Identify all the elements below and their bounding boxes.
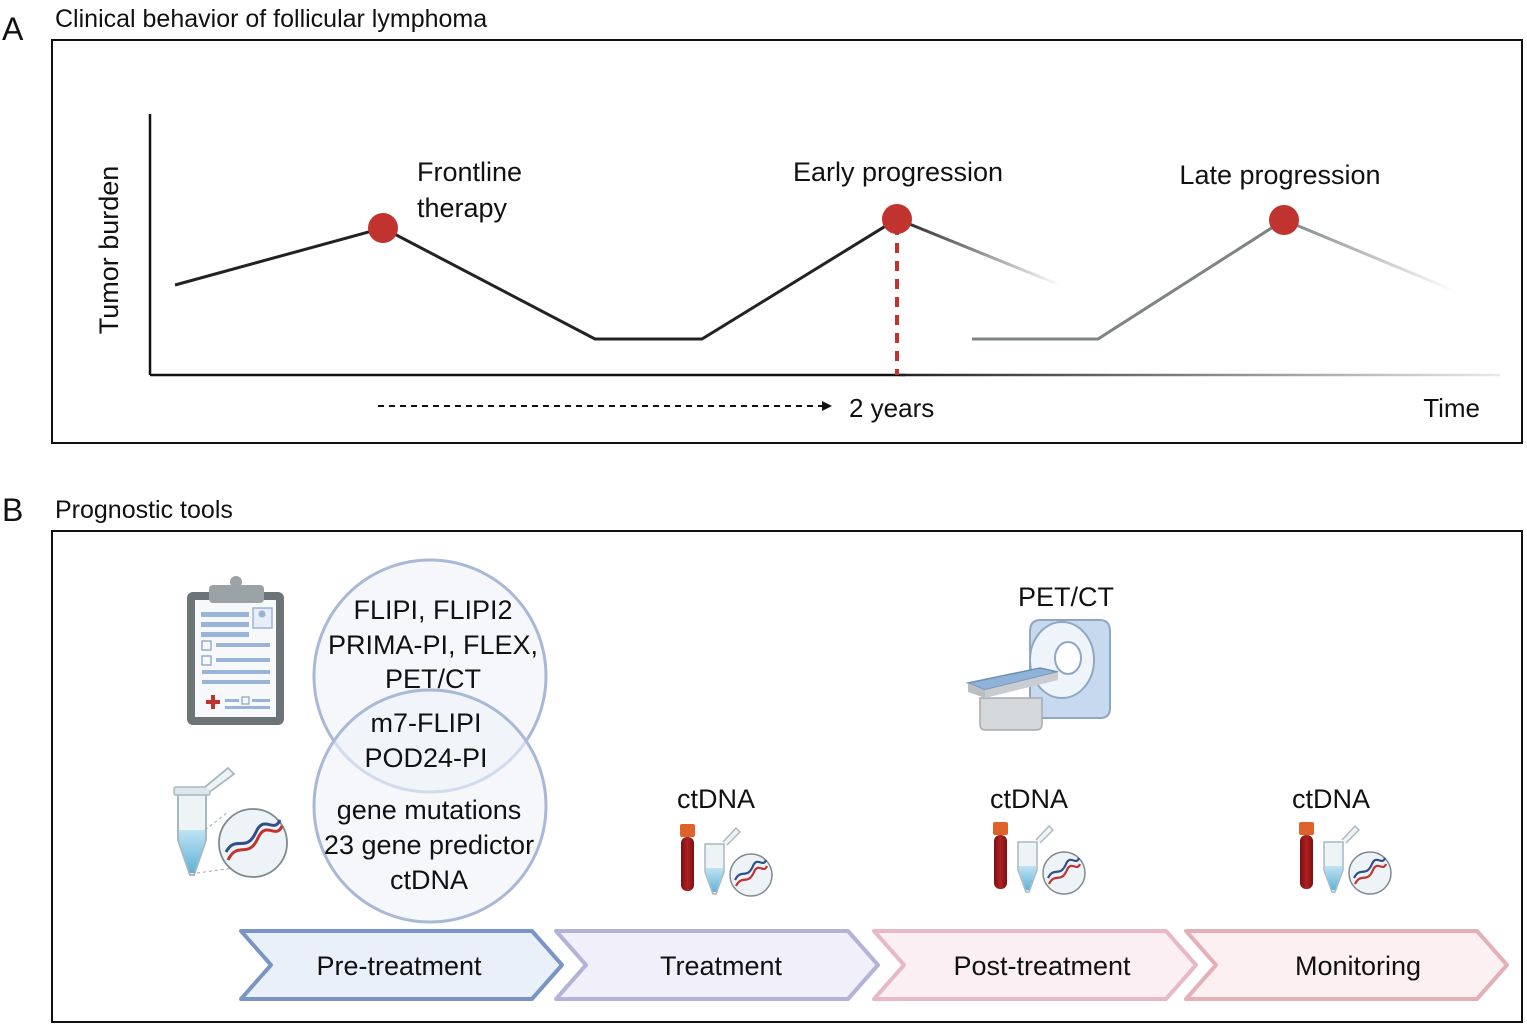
phase-label-post-treatment: Post-treatment: [953, 951, 1131, 981]
phase-chevron-post-treatment: [872, 929, 1198, 1001]
venn-bottom-line1: gene mutations: [337, 795, 522, 825]
panel-a-frame: [51, 39, 1523, 444]
tumor-burden-curve-fade: [896, 217, 1061, 287]
tumor-burden-curve: [174, 217, 898, 341]
venn-top-line3: PET/CT: [385, 664, 481, 694]
phase-label-monitoring: Monitoring: [1295, 951, 1421, 981]
late-progression-curve-fade: [1283, 218, 1456, 293]
x-axis-label: Time: [1423, 393, 1480, 423]
panel-b-frame: [51, 530, 1523, 1023]
phase-label-pre-treatment: Pre-treatment: [316, 951, 482, 981]
frontline-label-line2: therapy: [417, 193, 508, 223]
venn-overlap-line1: m7-FLIPI: [370, 708, 481, 738]
late-progression-curve: [972, 218, 1285, 341]
phase-chevron-treatment: [554, 929, 880, 1001]
ctdna-label-treatment: ctDNA: [677, 784, 755, 814]
venn-overlap-line2: POD24-PI: [364, 743, 487, 773]
early-progression-label: Early progression: [793, 157, 1003, 187]
blood-tube-icon: [993, 822, 1086, 895]
phase-chevron-monitoring: [1184, 929, 1509, 1001]
panel-a-letter: A: [2, 11, 24, 47]
venn-top-line1: FLIPI, FLIPI2: [353, 595, 512, 625]
venn-diagram: FLIPI, FLIPI2 PRIMA-PI, FLEX, PET/CT m7-…: [312, 558, 548, 924]
pet-ct-label: PET/CT: [1018, 582, 1114, 612]
late-progression-label: Late progression: [1179, 160, 1380, 190]
ctdna-label-post-treatment: ctDNA: [990, 784, 1068, 814]
panel-b-title: Prognostic tools: [55, 496, 233, 524]
blood-tube-icon: [680, 824, 773, 897]
venn-bottom-line3: ctDNA: [390, 865, 468, 895]
phase-label-treatment: Treatment: [660, 951, 783, 981]
clipboard-icon: [187, 576, 284, 725]
blood-tube-icon: [1299, 822, 1392, 895]
dna-sample-tube-icon: [173, 766, 288, 878]
early-progression-marker: [882, 204, 912, 234]
panel-b-letter: B: [2, 492, 23, 528]
venn-molecular-circle: [312, 688, 548, 924]
y-axis-label: Tumor burden: [94, 166, 124, 335]
venn-bottom-line2: 23 gene predictor: [324, 830, 534, 860]
two-years-label: 2 years: [849, 393, 934, 423]
phase-chevron-pre-treatment: [239, 929, 564, 1001]
ctdna-label-monitoring: ctDNA: [1292, 784, 1370, 814]
pet-ct-scanner-icon: [965, 619, 1111, 731]
phase-timeline: Pre-treatment Treatment Post-treatment M…: [239, 929, 1509, 1001]
panel-a-title: Clinical behavior of follicular lymphoma: [55, 5, 487, 33]
venn-top-line2: PRIMA-PI, FLEX,: [328, 630, 538, 660]
frontline-label-line1: Frontline: [417, 157, 522, 187]
frontline-therapy-marker: [368, 213, 398, 243]
late-progression-marker: [1269, 205, 1299, 235]
